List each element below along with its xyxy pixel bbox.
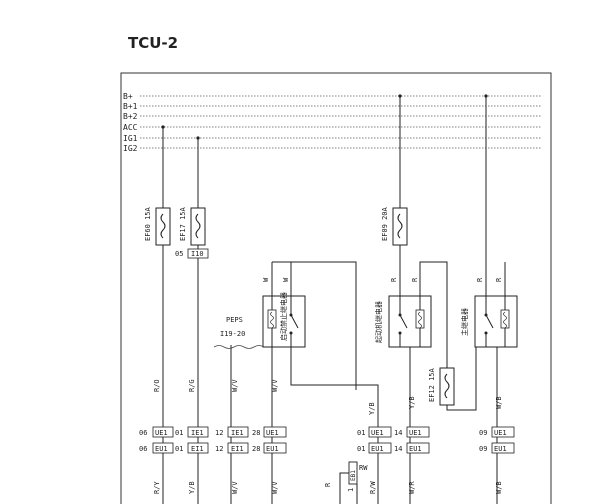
connector-name: EI1 <box>231 445 244 453</box>
fuse-ef17: EF17 15A <box>179 206 206 246</box>
connector-pin: 12 <box>215 445 223 453</box>
wire-color: R/W <box>369 481 377 494</box>
connector-pin: 12 <box>215 429 223 437</box>
fuse-label: EF12 15A <box>428 367 436 402</box>
connector-pin: 09 <box>479 445 487 453</box>
connector-name: EU1 <box>409 445 422 453</box>
connector-pin: 01 <box>175 445 183 453</box>
connector-name: IE1 <box>191 429 204 437</box>
connector-name: UE1 <box>155 429 168 437</box>
page-title: TCU-2 <box>128 34 179 52</box>
fuse-ef60: EF60 15A <box>144 206 171 246</box>
wire-color: W <box>282 277 290 282</box>
connector-name: UE1 <box>371 429 384 437</box>
wire-color: Y/B <box>408 396 416 409</box>
wire-color: R/O <box>153 379 161 392</box>
connector-name: EI1 <box>191 445 204 453</box>
wire-color: RW <box>359 464 368 472</box>
relay-start-inhibit: 启动禁止继电器 <box>262 292 306 348</box>
connector-pin: 28 <box>252 429 260 437</box>
wire-color: R <box>324 482 332 487</box>
connector-pin: 01 <box>175 429 183 437</box>
peps-label: PEPS <box>226 316 243 324</box>
wire-color: R <box>411 277 419 282</box>
wire-color: W/B <box>495 396 503 409</box>
fuse-label: EF17 15A <box>179 206 187 241</box>
power-rails: B+ B+1 B+2 ACC IG1 IG2 <box>123 92 542 153</box>
connector-pin: 14 <box>394 429 402 437</box>
fuse-label: EF60 15A <box>144 206 152 241</box>
connectors-upper: 06 UE1 01 IE1 12 IE1 28 UE1 01 UE1 14 UE… <box>139 426 515 438</box>
rail-label: B+ <box>123 92 133 101</box>
wire-color: R <box>390 277 398 282</box>
relay-label: 起动机继电器 <box>374 301 383 343</box>
connector-name: UE1 <box>266 429 279 437</box>
relay-label: 启动禁止继电器 <box>279 292 288 341</box>
rail-label: IG2 <box>123 144 138 153</box>
relay-label: 主继电器 <box>460 308 469 336</box>
wire-color: R <box>495 277 503 282</box>
connector-name: EU1 <box>494 445 507 453</box>
rail-label: B+1 <box>123 102 138 111</box>
connector-pin: 06 <box>139 429 147 437</box>
connector-pin: 05 <box>175 250 183 258</box>
fuse-label: EF09 20A <box>381 206 389 241</box>
connector-name: EU1 <box>371 445 384 453</box>
rail-label: ACC <box>123 123 138 132</box>
wire-color: R <box>476 277 484 282</box>
wire-color: W/V <box>271 481 279 494</box>
wire-color: R/G <box>188 379 196 392</box>
connector-name: UE1 <box>409 429 422 437</box>
wire-color-labels: R/O R/G W/V W W W/V R R Y/B Y/B R R W/B … <box>153 277 503 494</box>
resistor-label: EB1 <box>350 470 357 481</box>
connector-name: IE1 <box>231 429 244 437</box>
wire-color: W/R <box>408 481 416 494</box>
fuse-connector-i10: 05 I10 <box>175 248 209 259</box>
resistor-pin: 1 <box>347 488 355 492</box>
connector-pin: 09 <box>479 429 487 437</box>
wire-color: W/V <box>231 481 239 494</box>
fuse-ef09: EF09 20A <box>381 206 408 246</box>
connector-name: UE1 <box>494 429 507 437</box>
diagram-frame <box>120 72 552 504</box>
connector-name: EU1 <box>155 445 168 453</box>
peps-note: PEPS I19-20 <box>213 316 265 349</box>
relay-main: 主继电器 <box>460 295 518 348</box>
connector-pin: 01 <box>357 445 365 453</box>
connector-pin: 01 <box>357 429 365 437</box>
wire-color: W/B <box>495 481 503 494</box>
resistor-eb1: EB1 1 <box>347 461 358 492</box>
peps-pins: I19-20 <box>220 330 245 338</box>
connector-pin: 28 <box>252 445 260 453</box>
wire-color: Y/B <box>368 402 376 415</box>
rail-junctions <box>161 94 488 140</box>
connector-pin: 14 <box>394 445 402 453</box>
rail-label: IG1 <box>123 134 138 143</box>
connector-name: I10 <box>191 250 204 258</box>
relay-starter: 起动机继电器 <box>374 295 432 348</box>
wires <box>162 96 506 504</box>
wire-color: Y/B <box>188 481 196 494</box>
wire-color: W/V <box>271 379 279 392</box>
wire-color: W/V <box>231 379 239 392</box>
rail-label: B+2 <box>123 112 138 121</box>
connector-name: EU1 <box>266 445 279 453</box>
wire-color: W <box>262 277 270 282</box>
connector-pin: 06 <box>139 445 147 453</box>
connectors-lower: 06 EU1 01 EI1 12 EI1 28 EU1 01 EU1 14 EU… <box>139 442 515 454</box>
wire-color: R/Y <box>153 481 161 494</box>
fuse-ef12: EF12 15A <box>428 367 455 406</box>
